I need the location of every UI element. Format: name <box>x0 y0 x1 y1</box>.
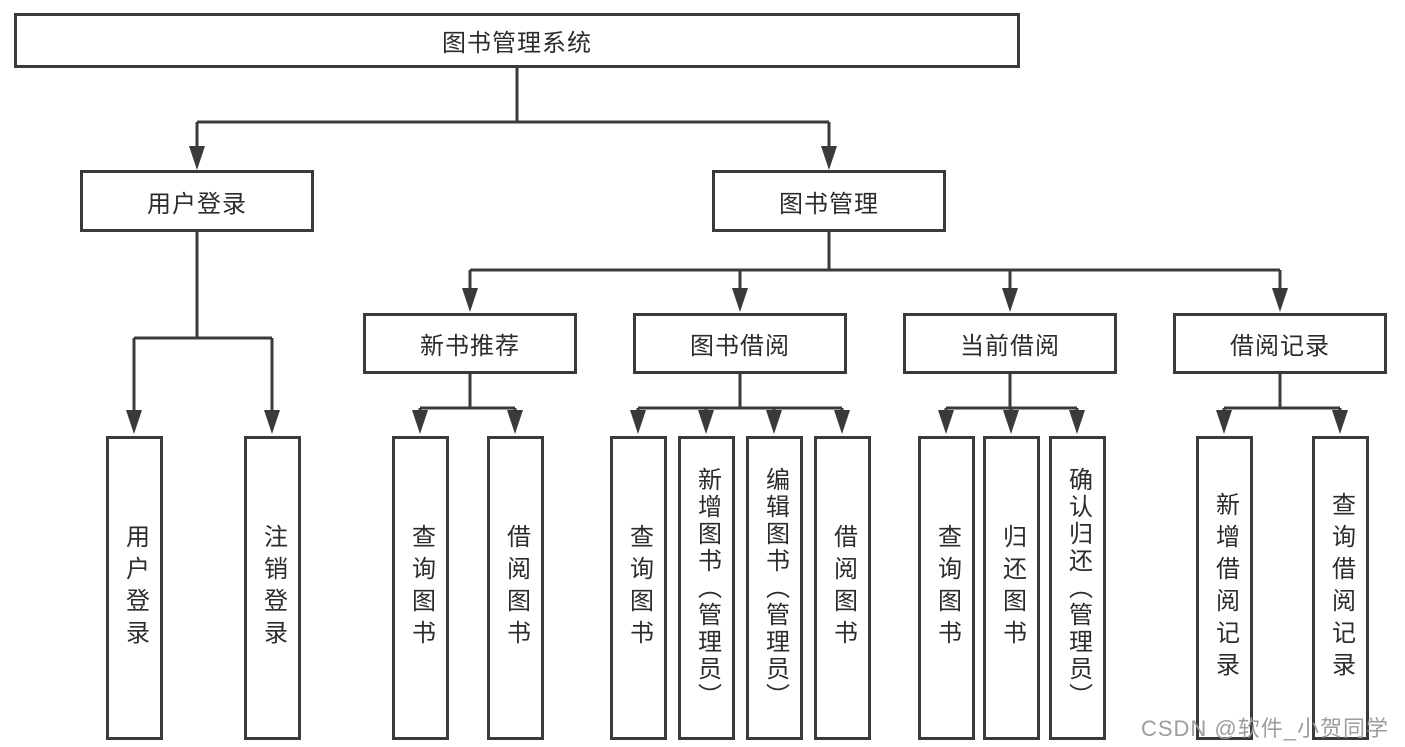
leaf-label: 借阅图书 <box>829 524 857 652</box>
leaf-label: 用户登录 <box>121 524 149 652</box>
leaf-query-books: 查询图书 <box>918 436 975 740</box>
leaf-label: 查询图书 <box>933 524 961 652</box>
leaf-query-books: 查询图书 <box>392 436 449 740</box>
connector-line <box>418 374 517 416</box>
connector-line <box>195 68 831 150</box>
leaf-label: 查询图书 <box>407 524 435 652</box>
leaf-logout: 注销登录 <box>244 436 301 740</box>
arrow-down-icon <box>462 288 478 312</box>
arrow-down-icon <box>938 410 954 434</box>
arrow-down-icon <box>821 146 837 170</box>
arrow-down-icon <box>834 410 850 434</box>
leaf-add-books-admin: 新增图书（管理员） <box>678 436 735 740</box>
arrow-down-icon <box>1003 410 1019 434</box>
connector-line <box>132 232 274 414</box>
leaf-add-borrow-record: 新增借阅记录 <box>1196 436 1253 740</box>
connector-line <box>636 374 844 416</box>
leaf-return-books: 归还图书 <box>983 436 1040 740</box>
connector-line <box>944 374 1079 416</box>
leaf-label: 查询图书 <box>625 524 653 652</box>
arrow-down-icon <box>1002 288 1018 312</box>
node-user-login-group: 用户登录 <box>80 170 314 232</box>
arrow-down-icon <box>698 410 714 434</box>
leaf-label: 编辑图书（管理员） <box>761 466 789 710</box>
leaf-label: 查询借阅记录 <box>1327 492 1355 684</box>
node-library-management-system: 图书管理系统 <box>14 13 1020 68</box>
leaf-label: 新增借阅记录 <box>1211 492 1239 684</box>
leaf-label: 借阅图书 <box>502 524 530 652</box>
connector-line <box>468 232 1282 292</box>
arrow-down-icon <box>126 410 142 434</box>
arrow-down-icon <box>766 410 782 434</box>
leaf-edit-books-admin: 编辑图书（管理员） <box>746 436 803 740</box>
csdn-watermark: CSDN @软件_小贺同学 <box>1140 716 1389 741</box>
leaf-query-borrow-record: 查询借阅记录 <box>1312 436 1369 740</box>
arrow-down-icon <box>732 288 748 312</box>
leaf-label: 注销登录 <box>259 524 287 652</box>
arrow-down-icon <box>264 410 280 434</box>
arrow-down-icon <box>412 410 428 434</box>
node-current-borrowing: 当前借阅 <box>903 313 1117 374</box>
node-borrowing-records: 借阅记录 <box>1173 313 1387 374</box>
arrow-down-icon <box>1069 410 1085 434</box>
leaf-confirm-return-admin: 确认归还（管理员） <box>1049 436 1106 740</box>
arrow-down-icon <box>1332 410 1348 434</box>
arrow-down-icon <box>630 410 646 434</box>
leaf-borrow-books: 借阅图书 <box>487 436 544 740</box>
leaf-label: 确认归还（管理员） <box>1064 466 1092 710</box>
connector-line <box>1222 374 1342 416</box>
arrow-down-icon <box>189 146 205 170</box>
arrow-down-icon <box>1272 288 1288 312</box>
arrow-down-icon <box>507 410 523 434</box>
leaf-borrow-books: 借阅图书 <box>814 436 871 740</box>
leaf-user-login: 用户登录 <box>106 436 163 740</box>
node-book-borrowing: 图书借阅 <box>633 313 847 374</box>
leaf-label: 归还图书 <box>998 524 1026 652</box>
leaf-query-books: 查询图书 <box>610 436 667 740</box>
node-new-book-recommendation: 新书推荐 <box>363 313 577 374</box>
leaf-label: 新增图书（管理员） <box>693 466 721 710</box>
node-book-management: 图书管理 <box>712 170 946 232</box>
arrow-down-icon <box>1216 410 1232 434</box>
